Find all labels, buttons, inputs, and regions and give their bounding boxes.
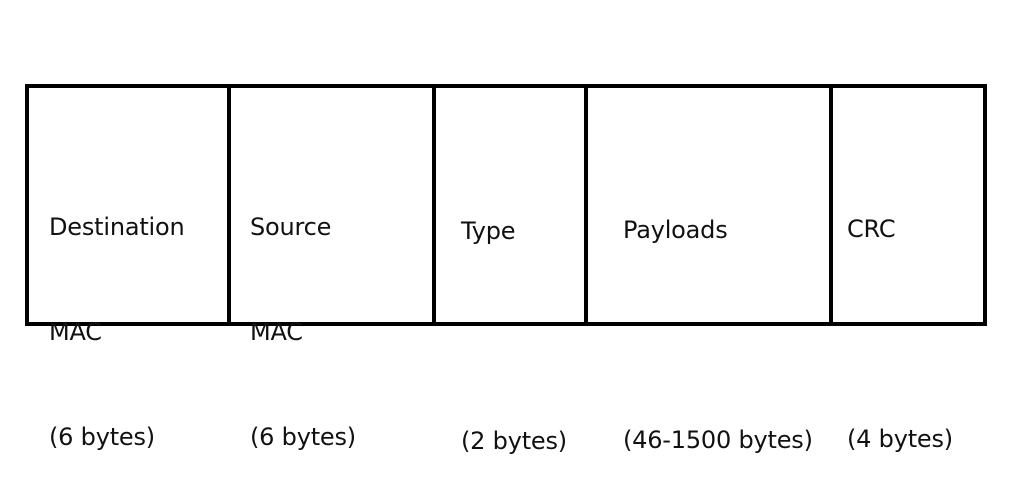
ethernet-frame-diagram bbox=[25, 84, 987, 326]
field-type: Type (2 bytes) bbox=[461, 144, 567, 494]
field-crc: CRC (4 bytes) bbox=[847, 142, 953, 492]
field-size: (6 bytes) bbox=[49, 423, 155, 451]
field-spacer bbox=[847, 317, 953, 352]
field-label: CRC bbox=[847, 215, 896, 243]
field-label: MAC bbox=[250, 318, 303, 346]
field-label: Destination bbox=[49, 213, 185, 241]
field-spacer bbox=[461, 319, 567, 354]
field-label: Source bbox=[250, 213, 332, 241]
field-payloads: Payloads (46-1500 bytes) bbox=[623, 143, 813, 493]
field-spacer bbox=[623, 318, 813, 353]
field-label: Payloads bbox=[623, 216, 728, 244]
field-source-mac: Source MAC (6 bytes) bbox=[250, 140, 356, 490]
field-label: Type bbox=[461, 217, 516, 245]
field-destination-mac: Destination MAC (6 bytes) bbox=[49, 140, 185, 490]
field-divider-3 bbox=[584, 84, 588, 326]
field-divider-1 bbox=[227, 84, 231, 326]
field-size: (6 bytes) bbox=[250, 423, 356, 451]
field-label: MAC bbox=[49, 318, 102, 346]
field-size: (2 bytes) bbox=[461, 427, 567, 455]
field-size: (46-1500 bytes) bbox=[623, 426, 813, 454]
field-divider-2 bbox=[432, 84, 436, 326]
field-divider-4 bbox=[829, 84, 833, 326]
field-size: (4 bytes) bbox=[847, 425, 953, 453]
